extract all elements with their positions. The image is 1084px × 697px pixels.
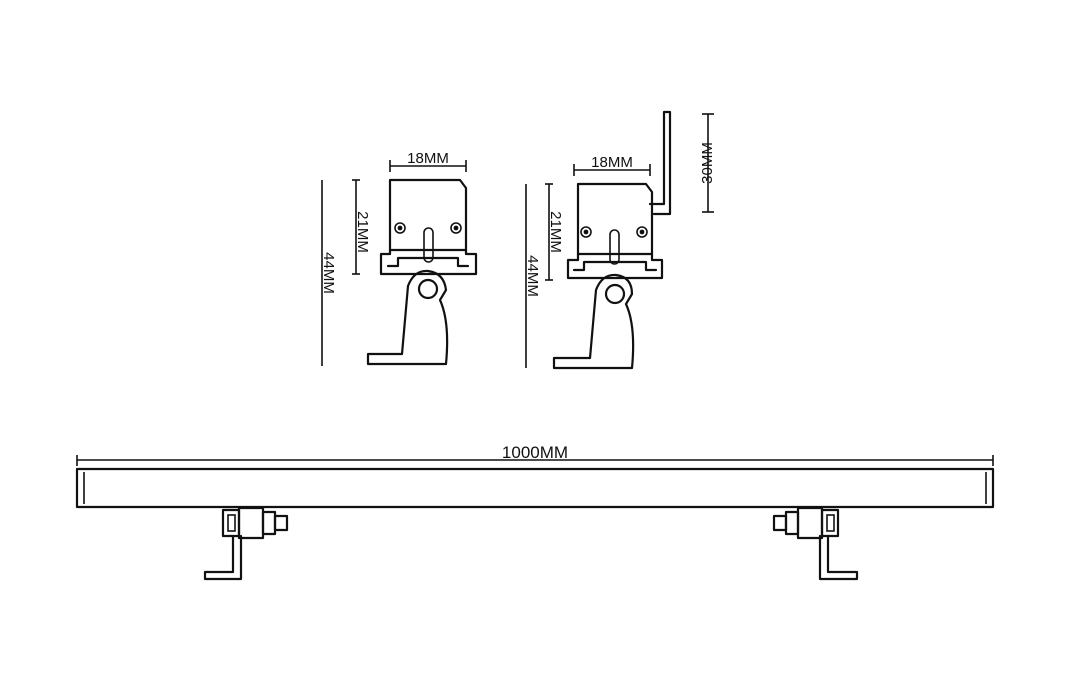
lamp-profile-1 [379, 178, 478, 276]
width-dimension-1: 18MM [389, 150, 467, 172]
inner-height-label-1: 21MM [354, 211, 371, 253]
extension-label: 30MM [699, 142, 716, 184]
total-height-dimension-1: 44MM [320, 180, 337, 366]
mounting-bracket-1 [366, 269, 449, 366]
extension-plate [648, 110, 672, 216]
inner-height-label-2: 21MM [547, 211, 564, 253]
left-bracket [203, 506, 289, 581]
total-height-dimension-2: 44MM [524, 184, 541, 368]
width-label-1: 18MM [407, 150, 449, 167]
total-height-label-2: 44MM [524, 255, 541, 297]
side-view-2: 18MM 44MM 21MM 30MM [524, 110, 716, 370]
right-bracket [772, 506, 859, 581]
inner-height-dimension-2: 21MM [545, 183, 564, 281]
total-height-label-1: 44MM [320, 252, 337, 294]
side-view-1: 18MM 44MM 21MM [320, 150, 478, 366]
length-dimension: 1000MM [76, 443, 994, 466]
width-label-2: 18MM [591, 154, 633, 171]
length-label: 1000MM [502, 443, 568, 462]
inner-height-dimension-1: 21MM [352, 179, 371, 275]
mounting-bracket-2 [552, 273, 635, 370]
lamp-bar [75, 467, 995, 509]
extension-dimension: 30MM [699, 113, 716, 213]
width-dimension-2: 18MM [573, 154, 651, 176]
lamp-profile-2 [566, 182, 664, 280]
front-view: 1000MM [75, 443, 995, 581]
